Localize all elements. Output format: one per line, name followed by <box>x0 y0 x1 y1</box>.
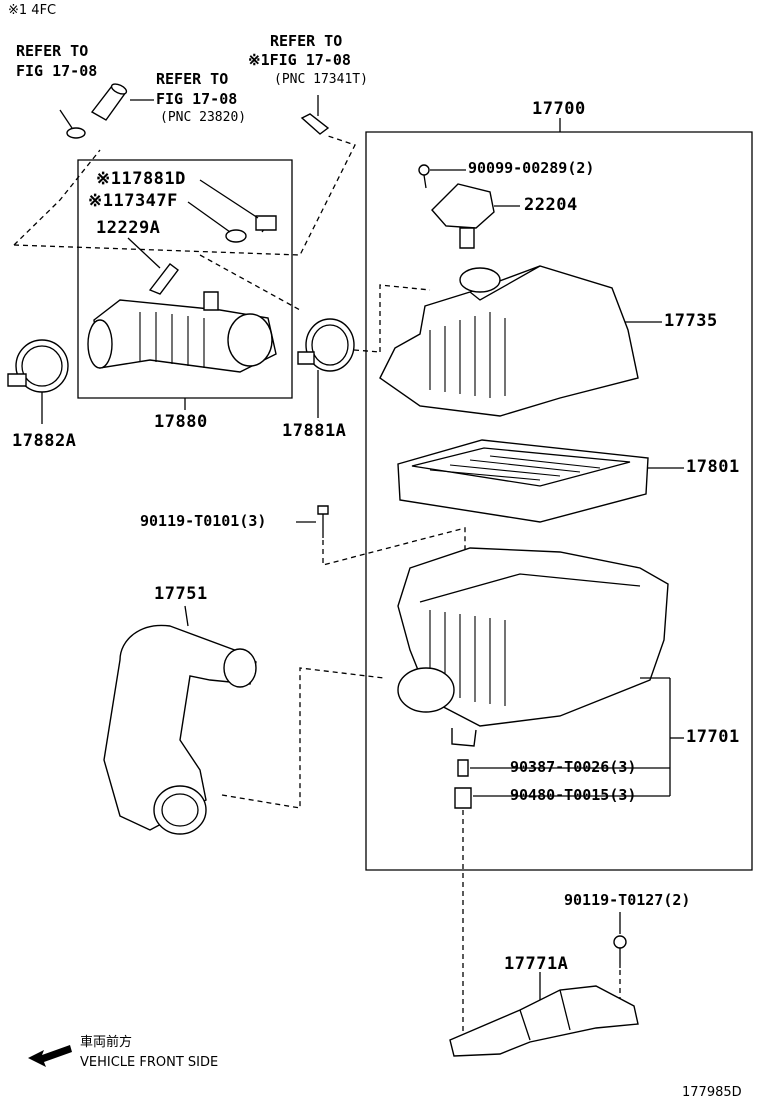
dashed-link-hose <box>200 255 300 310</box>
clip-part <box>60 110 85 138</box>
label-90119-T0101: 90119-T0101(3) <box>140 512 267 530</box>
label-90119-T0127: 90119-T0127(2) <box>564 891 691 909</box>
air-cleaner-cap-17735 <box>380 266 662 416</box>
ref3-line1: REFER TO <box>270 32 343 50</box>
dashed-link-clamp <box>354 350 380 352</box>
assembly-frame-17700 <box>366 132 752 870</box>
label-90387: 90387-T0026(3) <box>510 758 637 776</box>
mass-air-flow-sensor-22204 <box>432 184 520 248</box>
hose-part-17341T <box>302 95 328 134</box>
intake-hose-17880 <box>88 292 276 372</box>
ref2-line3: (PNC 23820) <box>160 110 247 125</box>
label-90480: 90480-T0015(3) <box>510 786 637 804</box>
vehicle-front-arrow-icon <box>28 1045 72 1067</box>
label-12229A: 12229A <box>96 218 161 238</box>
ref1-line2: FIG 17-08 <box>16 62 98 80</box>
cushion-90480 <box>455 788 670 808</box>
label-17735: 17735 <box>664 311 718 331</box>
intake-duct-17751 <box>104 606 256 834</box>
grommet-90387 <box>458 760 670 776</box>
label-17347F: ※117347F <box>88 191 178 211</box>
ref2-line2: FIG 17-08 <box>156 90 238 108</box>
bolt-90119-T0127 <box>614 912 626 1010</box>
label-17882A: 17882A <box>12 431 77 451</box>
label-17881D: ※117881D <box>96 169 186 189</box>
label-90099: 90099-00289(2) <box>468 159 595 177</box>
label-17880: 17880 <box>154 412 208 432</box>
sensor-12229A <box>128 238 178 294</box>
air-cleaner-case-17701 <box>398 548 684 796</box>
ref3-line3: (PNC 17341T) <box>274 72 368 87</box>
footer-code: 177985D <box>682 1085 742 1100</box>
label-17801: 17801 <box>686 457 740 477</box>
hose-clamp-17881A <box>298 319 354 418</box>
dashed-link-top <box>14 135 355 255</box>
bracket-17771A <box>450 972 638 1056</box>
screw-90099 <box>419 165 466 188</box>
bolt-90119-T0101 <box>296 506 328 538</box>
label-22204: 22204 <box>524 195 578 215</box>
label-17701: 17701 <box>686 727 740 747</box>
clip-17347F <box>188 202 246 242</box>
hose-part-23820 <box>92 82 154 120</box>
sensor-17881D <box>200 180 276 230</box>
header-note: ※1 4FC <box>8 3 57 18</box>
hose-clamp-17882A <box>8 340 68 424</box>
ref1-line1: REFER TO <box>16 42 89 60</box>
dashed-link-duct <box>222 668 384 808</box>
label-17881A: 17881A <box>282 421 347 441</box>
ref3-line2: ※1FIG 17-08 <box>248 51 351 69</box>
ref2-line1: REFER TO <box>156 70 229 88</box>
legend-en: VEHICLE FRONT SIDE <box>80 1055 219 1070</box>
air-filter-element-17801 <box>398 440 684 522</box>
label-17751: 17751 <box>154 584 208 604</box>
dashed-link-refs <box>14 150 100 245</box>
dashed-link-17735 <box>380 285 430 352</box>
legend-jp: 車両前方 <box>80 1035 133 1050</box>
label-17771A: 17771A <box>504 954 569 974</box>
label-17700: 17700 <box>532 99 586 119</box>
